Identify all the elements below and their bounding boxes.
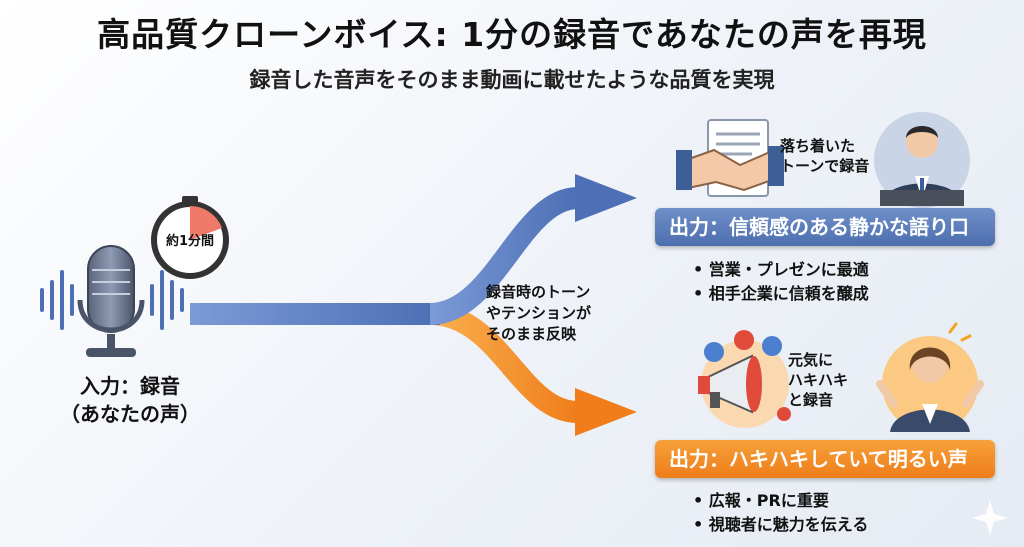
input-label: 入力：録音 （あなたの声） (40, 372, 220, 428)
heart-icon (734, 330, 791, 421)
list-item: 相手企業に信頼を醸成 (693, 282, 869, 306)
main-arrow (190, 303, 440, 325)
middle-text: 録音時のトーン やテンションが そのまま反映 (486, 282, 636, 345)
calm-callout-line1: 落ち着いた (780, 137, 856, 155)
page-subtitle: 録音した音声をそのまま動画に載せたような品質を実現 (249, 68, 775, 92)
middle-text-line2: やテンションが (486, 304, 592, 322)
handshake-icon (676, 119, 784, 197)
like-icon (704, 342, 724, 362)
list-item: 広報・PRに重要 (693, 489, 868, 513)
bright-callout: 元気に ハキハキ と録音 (788, 350, 868, 410)
bright-bullet-list: 広報・PRに重要 視聴者に魅力を伝える (693, 489, 869, 537)
bright-callout-line2: ハキハキ (788, 371, 849, 389)
share-icon (762, 336, 782, 356)
businesswoman-icon (876, 336, 984, 432)
businessman-icon (874, 112, 970, 208)
sound-wave-icon (40, 270, 184, 330)
timer-label: 約1分間 (165, 234, 215, 249)
megaphone-icon (698, 340, 789, 428)
middle-text-line1: 録音時のトーン (486, 283, 591, 301)
list-item: 視聴者に魅力を伝える (693, 513, 869, 537)
calm-callout-line2: トーンで録音 (780, 157, 870, 175)
bright-callout-line1: 元気に (788, 351, 834, 369)
blue-arrow (428, 174, 637, 325)
input-label-line1: 入力：録音 (80, 374, 180, 398)
calm-output-bar: 出力：信頼感のある静かな語り口 (655, 208, 995, 246)
bright-callout-line3: と録音 (788, 391, 834, 409)
sparkle-icon (948, 322, 972, 342)
star-icon (972, 500, 1008, 536)
input-label-line2: （あなたの声） (60, 402, 200, 426)
list-item: 営業・プレゼンに最適 (693, 258, 869, 282)
page-title: 高品質クローンボイス: 1分の録音であなたの声を再現 (97, 15, 927, 54)
microphone-icon (77, 245, 145, 357)
stopwatch-icon (151, 196, 229, 279)
calm-callout: 落ち着いた トーンで録音 (780, 136, 875, 176)
middle-text-line3: そのまま反映 (486, 325, 577, 343)
bright-output-bar: 出力：ハキハキしていて明るい声 (655, 440, 995, 478)
calm-bullet-list: 営業・プレゼンに最適 相手企業に信頼を醸成 (693, 258, 869, 306)
